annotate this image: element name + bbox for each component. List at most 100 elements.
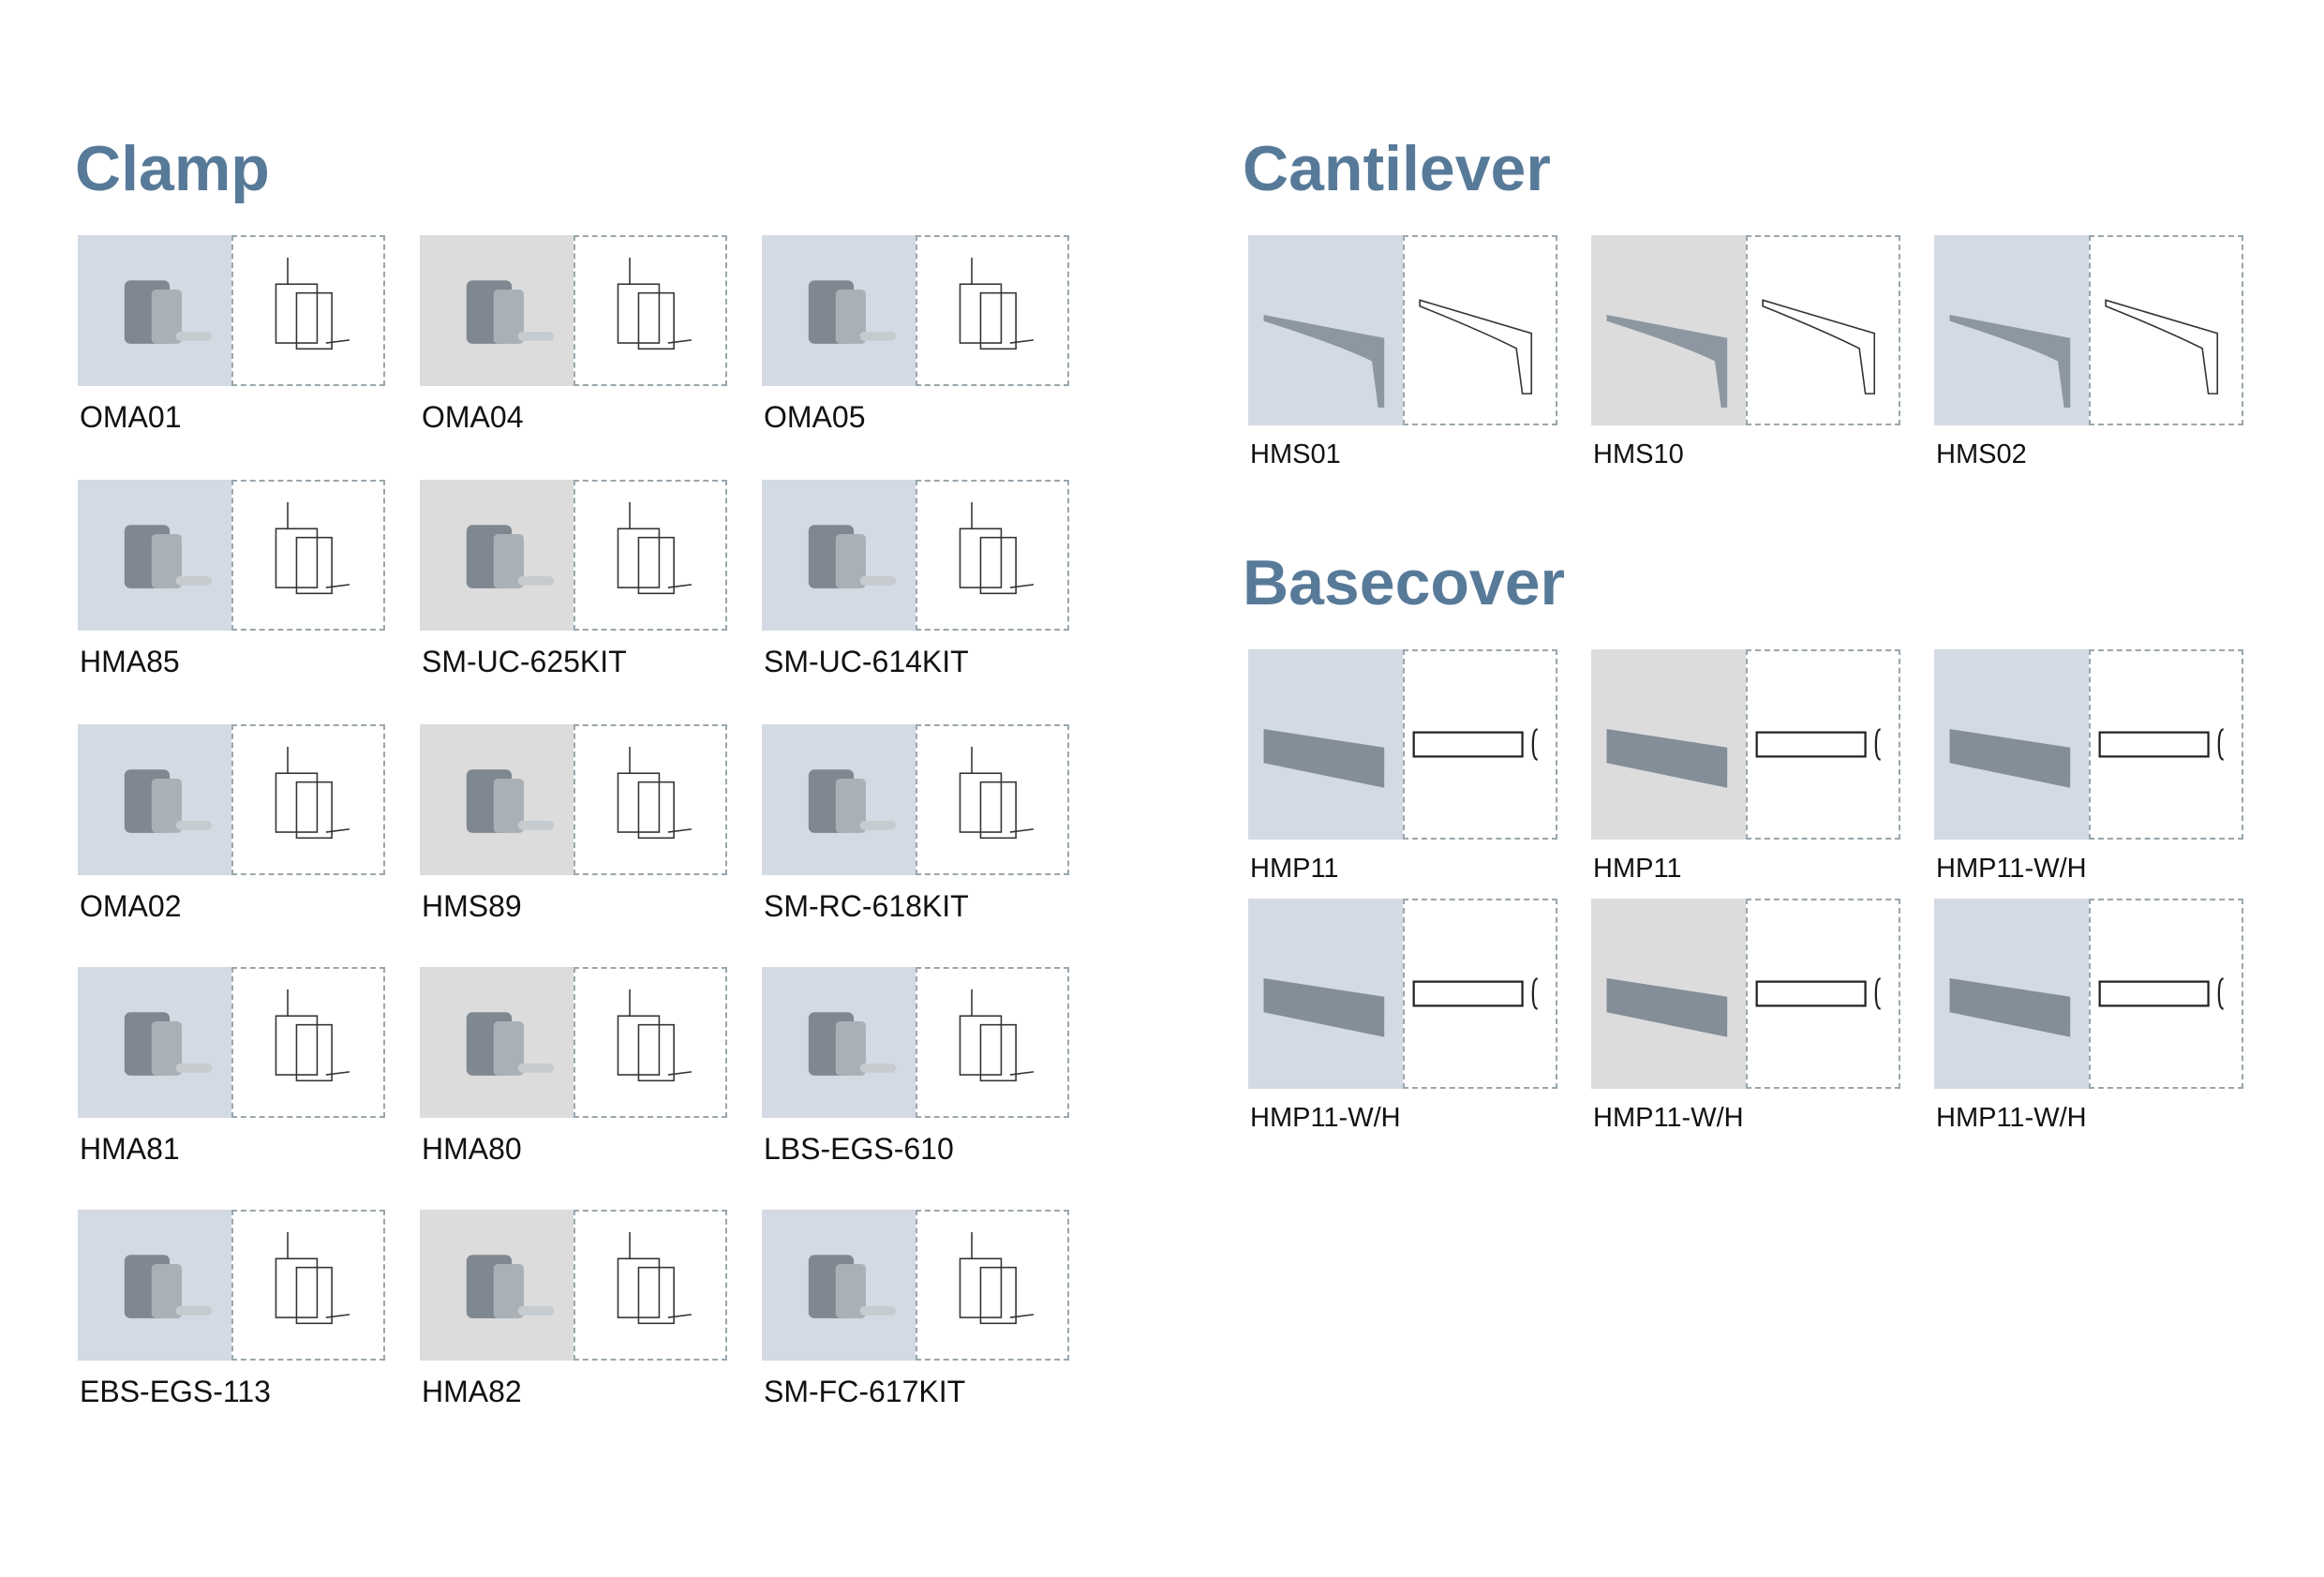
product-images bbox=[762, 724, 1069, 875]
product-code: SM-UC-614KIT bbox=[764, 645, 969, 678]
product-images bbox=[1248, 235, 1557, 425]
product-images bbox=[420, 724, 727, 875]
product-card: OMA01 bbox=[78, 235, 385, 460]
product-code: HMP11-W/H bbox=[1593, 1103, 1744, 1133]
product-card: SM-RC-618KIT bbox=[762, 724, 1069, 949]
product-photo bbox=[1248, 235, 1403, 425]
product-card: HMS02 bbox=[1934, 235, 2243, 479]
product-photo bbox=[762, 724, 916, 875]
product-card: HMA81 bbox=[78, 967, 385, 1192]
product-images bbox=[78, 480, 385, 631]
basecover-section-title: Basecover bbox=[1243, 547, 1566, 618]
product-photo bbox=[1591, 899, 1746, 1089]
product-images bbox=[1248, 899, 1557, 1089]
product-code: OMA01 bbox=[80, 400, 182, 434]
product-photo bbox=[420, 1210, 574, 1361]
product-photo bbox=[1934, 235, 2089, 425]
product-card: HMP11-W/H bbox=[1934, 649, 2243, 893]
product-card: HMP11-W/H bbox=[1248, 899, 1557, 1142]
product-line-drawing bbox=[916, 724, 1069, 875]
product-images bbox=[420, 235, 727, 386]
product-card: HMP11 bbox=[1591, 649, 1900, 893]
product-card: OMA05 bbox=[762, 235, 1069, 460]
product-line-drawing bbox=[1403, 899, 1557, 1089]
product-code: HMP11 bbox=[1593, 854, 1682, 884]
clamp-section-title: Clamp bbox=[75, 133, 270, 204]
product-photo bbox=[1591, 649, 1746, 840]
product-card: HMP11-W/H bbox=[1591, 899, 1900, 1142]
product-line-drawing bbox=[2089, 235, 2243, 425]
product-card: SM-FC-617KIT bbox=[762, 1210, 1069, 1435]
product-card: EBS-EGS-113 bbox=[78, 1210, 385, 1435]
product-card: HMA80 bbox=[420, 967, 727, 1192]
product-photo bbox=[1248, 899, 1403, 1089]
product-images bbox=[1934, 235, 2243, 425]
product-code: HMS10 bbox=[1593, 439, 1684, 469]
product-code: HMA80 bbox=[422, 1132, 522, 1166]
product-images bbox=[762, 480, 1069, 631]
product-code: OMA02 bbox=[80, 889, 182, 923]
product-card: HMA82 bbox=[420, 1210, 727, 1435]
product-line-drawing bbox=[1746, 649, 1900, 840]
product-code: HMS01 bbox=[1250, 439, 1341, 469]
product-photo bbox=[420, 724, 574, 875]
product-images bbox=[420, 1210, 727, 1361]
product-line-drawing bbox=[574, 235, 727, 386]
product-photo bbox=[1248, 649, 1403, 840]
product-card: OMA02 bbox=[78, 724, 385, 949]
product-code: HMA85 bbox=[80, 645, 180, 678]
product-line-drawing bbox=[574, 1210, 727, 1361]
product-code: OMA05 bbox=[764, 400, 866, 434]
product-card: SM-UC-614KIT bbox=[762, 480, 1069, 705]
product-line-drawing bbox=[916, 480, 1069, 631]
product-line-drawing bbox=[1746, 235, 1900, 425]
product-line-drawing bbox=[574, 967, 727, 1118]
product-card: HMP11 bbox=[1248, 649, 1557, 893]
product-photo bbox=[1934, 899, 2089, 1089]
product-code: HMA81 bbox=[80, 1132, 180, 1166]
product-code: LBS-EGS-610 bbox=[764, 1132, 954, 1166]
product-photo bbox=[78, 724, 231, 875]
product-images bbox=[1934, 649, 2243, 840]
product-line-drawing bbox=[231, 235, 385, 386]
product-code: HMP11-W/H bbox=[1250, 1103, 1401, 1133]
product-photo bbox=[1591, 235, 1746, 425]
product-code: HMP11 bbox=[1250, 854, 1339, 884]
product-code: OMA04 bbox=[422, 400, 524, 434]
product-card: HMS89 bbox=[420, 724, 727, 949]
product-code: SM-FC-617KIT bbox=[764, 1375, 966, 1408]
product-photo bbox=[78, 1210, 231, 1361]
product-code: SM-UC-625KIT bbox=[422, 645, 627, 678]
product-photo bbox=[78, 235, 231, 386]
product-code: HMS89 bbox=[422, 889, 522, 923]
product-line-drawing bbox=[916, 1210, 1069, 1361]
product-card: HMP11-W/H bbox=[1934, 899, 2243, 1142]
product-images bbox=[78, 967, 385, 1118]
product-images bbox=[78, 235, 385, 386]
product-code: HMP11-W/H bbox=[1936, 854, 2087, 884]
product-card: HMS01 bbox=[1248, 235, 1557, 479]
product-photo bbox=[762, 235, 916, 386]
product-code: SM-RC-618KIT bbox=[764, 889, 969, 923]
product-code: EBS-EGS-113 bbox=[80, 1375, 271, 1408]
product-images bbox=[1591, 899, 1900, 1089]
product-images bbox=[78, 1210, 385, 1361]
product-photo bbox=[78, 480, 231, 631]
product-line-drawing bbox=[231, 480, 385, 631]
product-line-drawing bbox=[1746, 899, 1900, 1089]
product-code: HMA82 bbox=[422, 1375, 522, 1408]
product-line-drawing bbox=[2089, 899, 2243, 1089]
product-card: HMA85 bbox=[78, 480, 385, 705]
product-line-drawing bbox=[1403, 649, 1557, 840]
product-line-drawing bbox=[231, 967, 385, 1118]
product-images bbox=[762, 1210, 1069, 1361]
product-line-drawing bbox=[916, 967, 1069, 1118]
product-card: LBS-EGS-610 bbox=[762, 967, 1069, 1192]
product-line-drawing bbox=[574, 480, 727, 631]
product-photo bbox=[78, 967, 231, 1118]
product-images bbox=[420, 480, 727, 631]
cantilever-section-title: Cantilever bbox=[1243, 133, 1551, 204]
product-images bbox=[1591, 649, 1900, 840]
product-line-drawing bbox=[2089, 649, 2243, 840]
product-photo bbox=[420, 967, 574, 1118]
